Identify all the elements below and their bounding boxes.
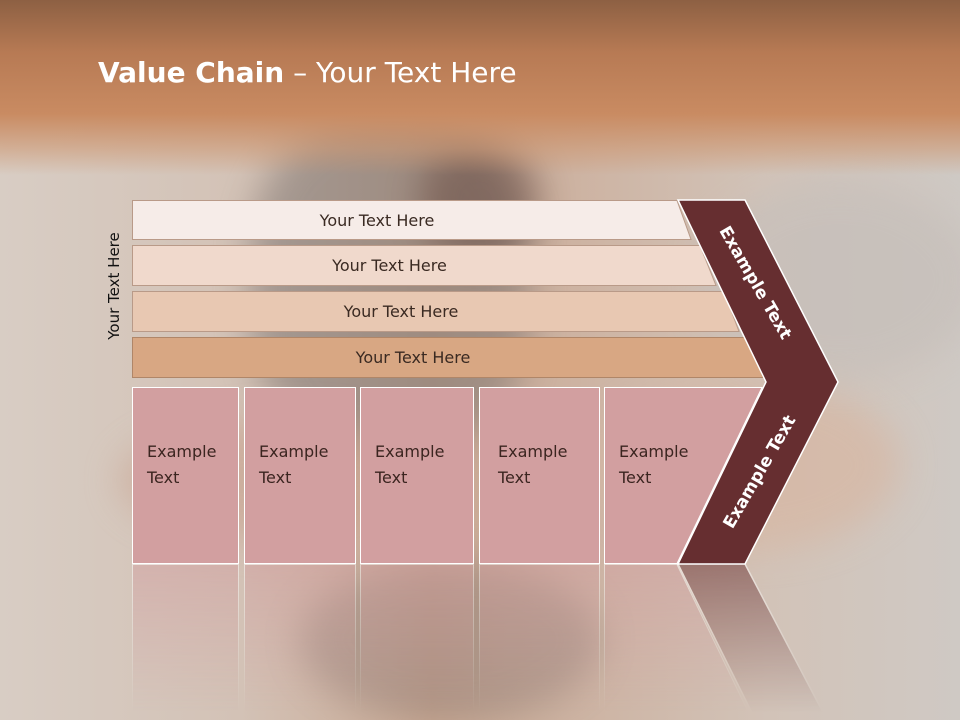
band-2: Your Text Here	[132, 245, 717, 286]
slide-title-bold: Value Chain	[98, 56, 285, 89]
column-5-line2: Text	[619, 468, 652, 487]
column-3-line1: Example	[375, 442, 445, 461]
column-2-line1: Example	[259, 442, 329, 461]
title-band	[0, 0, 960, 175]
column-2-line2: Text	[259, 468, 292, 487]
band-2-label: Your Text Here	[332, 255, 447, 275]
column-4-line2: Text	[498, 468, 531, 487]
band-1: Your Text Here	[132, 200, 692, 240]
column-1-line1: Example	[147, 442, 217, 461]
column-3-line2: Text	[375, 468, 408, 487]
slide-title: Value Chain – Your Text Here	[98, 56, 517, 89]
column-5-line1: Example	[619, 442, 689, 461]
slide-title-rest: – Your Text Here	[284, 56, 517, 89]
band-4: Your Text Here	[132, 337, 764, 378]
column-4-line1: Example	[498, 442, 568, 461]
band-4-label: Your Text Here	[355, 347, 471, 367]
diagram-reflection	[0, 564, 960, 720]
band-3-label: Your Text Here	[343, 301, 459, 321]
band-3: Your Text Here	[132, 291, 740, 332]
band-1-label: Your Text Here	[319, 210, 435, 230]
column-1-line2: Text	[147, 468, 180, 487]
